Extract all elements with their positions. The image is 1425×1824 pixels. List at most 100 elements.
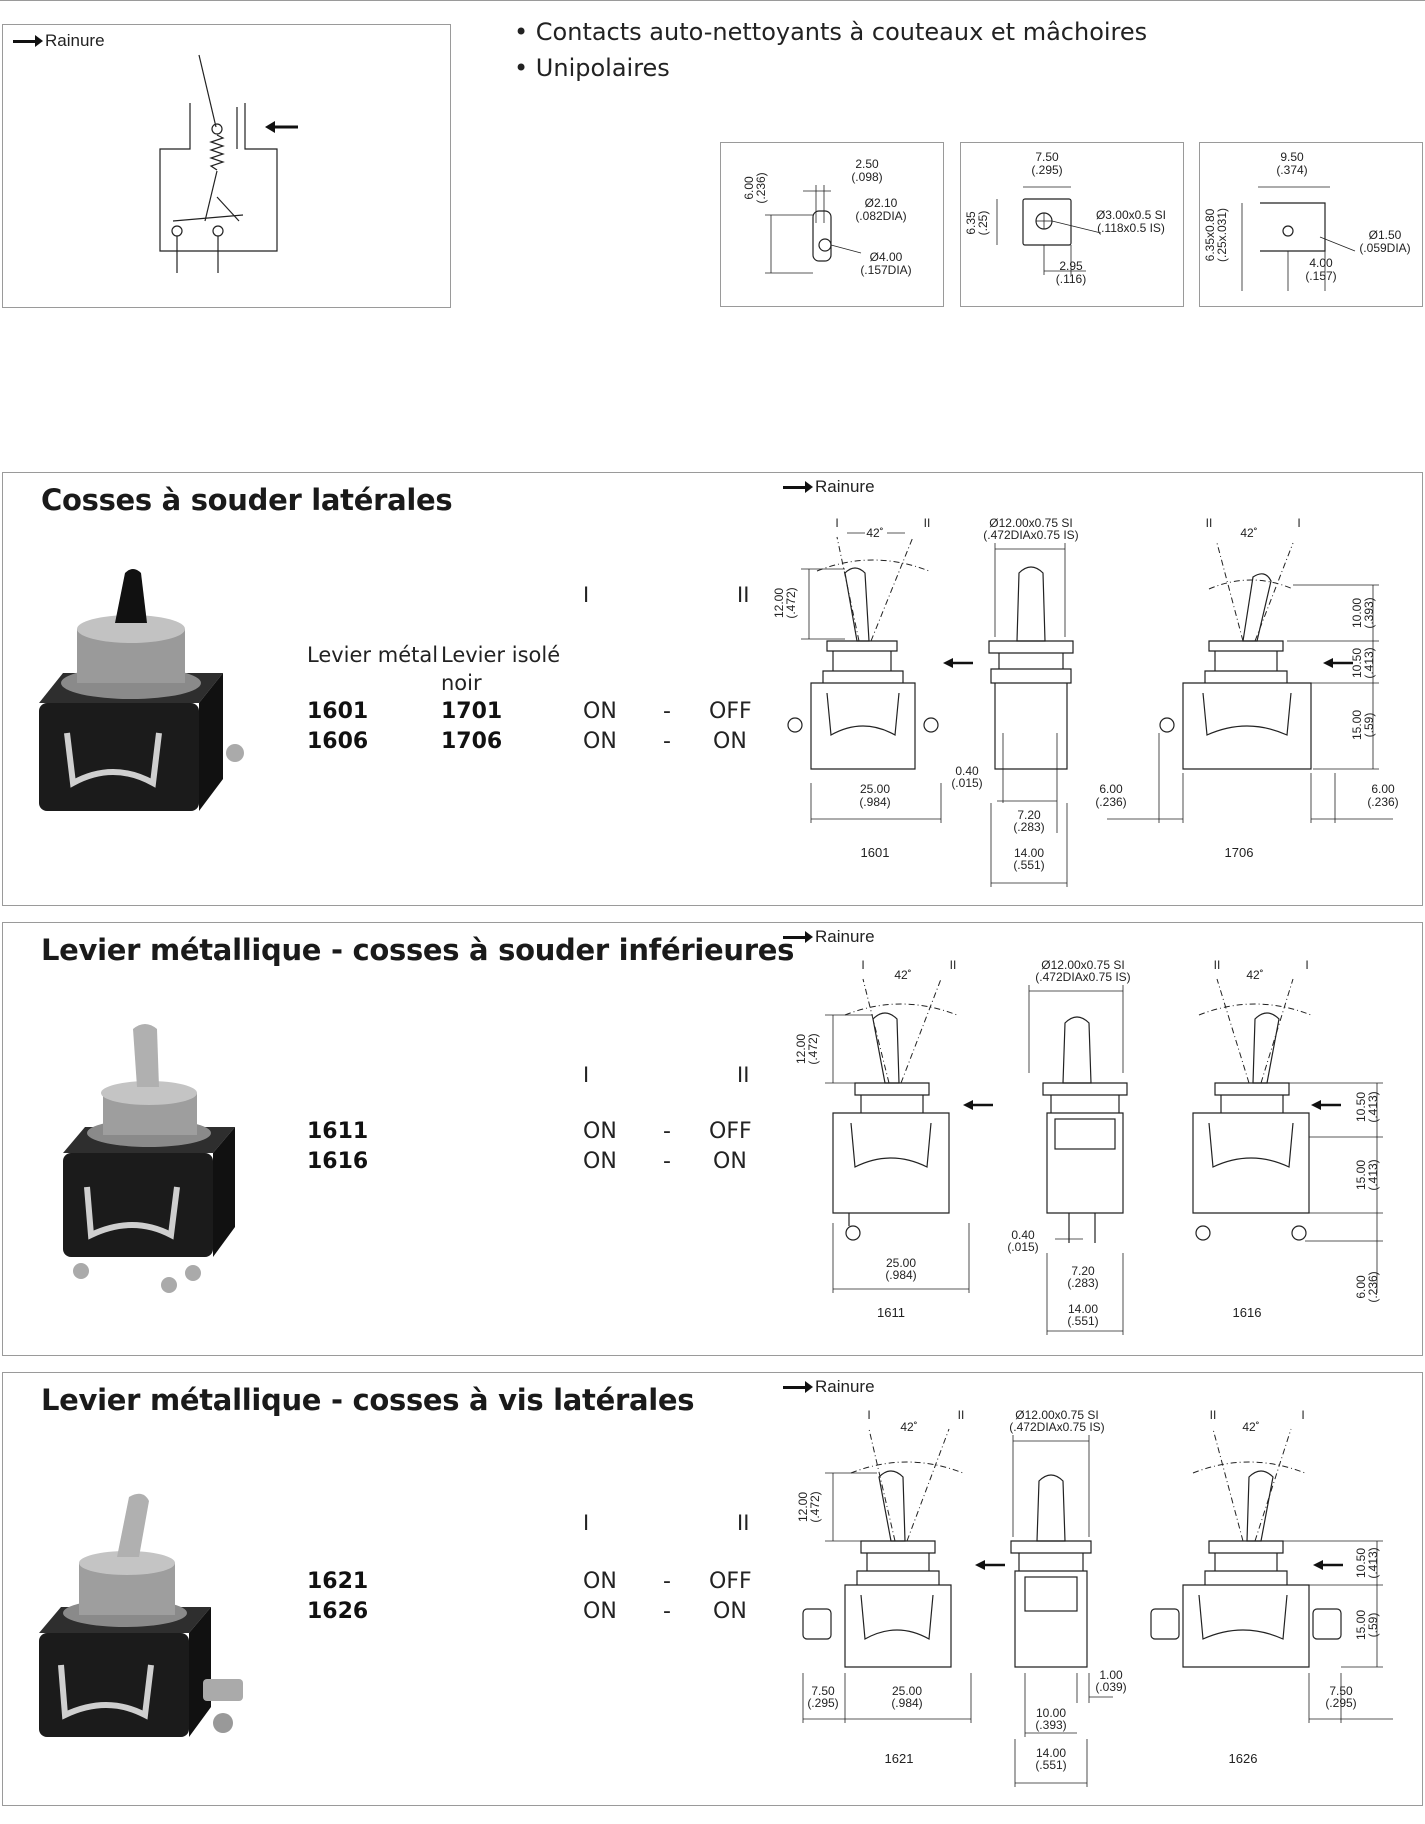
svg-text:(.236): (.236) bbox=[1095, 795, 1126, 809]
svg-text:(.472): (.472) bbox=[784, 587, 798, 618]
svg-text:Ø2.10: Ø2.10 bbox=[865, 196, 898, 210]
svg-text:(.472DIAx0.75 IS): (.472DIAx0.75 IS) bbox=[1035, 970, 1130, 984]
svg-text:(.059DIA): (.059DIA) bbox=[1359, 241, 1410, 255]
svg-text:42˚: 42˚ bbox=[1242, 1420, 1259, 1434]
svg-text:(.472): (.472) bbox=[808, 1491, 822, 1522]
svg-text:7.20: 7.20 bbox=[1017, 808, 1041, 822]
svg-text:(.551): (.551) bbox=[1067, 1314, 1098, 1328]
rainure-label: Rainure bbox=[783, 927, 875, 947]
svg-text:(.295): (.295) bbox=[1325, 1696, 1356, 1710]
position-2: II bbox=[737, 583, 750, 607]
svg-text:(.984): (.984) bbox=[859, 795, 890, 809]
svg-text:I: I bbox=[867, 1408, 870, 1422]
section-cosses-souder-laterales: Cosses à souder latérales Levier métal L… bbox=[2, 472, 1423, 906]
arrow-icon bbox=[783, 1380, 813, 1393]
svg-text:(.039): (.039) bbox=[1095, 1680, 1126, 1694]
svg-text:(.082DIA): (.082DIA) bbox=[855, 209, 906, 223]
arrow-icon bbox=[13, 34, 43, 47]
position-1: I bbox=[583, 1063, 590, 1087]
svg-text:15.00: 15.00 bbox=[1354, 1610, 1368, 1640]
svg-text:(.413): (.413) bbox=[1366, 1547, 1380, 1578]
svg-text:14.00: 14.00 bbox=[1014, 846, 1044, 860]
position-1: I bbox=[583, 1511, 590, 1535]
svg-text:(.015): (.015) bbox=[951, 776, 982, 790]
svg-text:I: I bbox=[861, 958, 864, 972]
svg-text:7.20: 7.20 bbox=[1071, 1264, 1095, 1278]
svg-text:(.236): (.236) bbox=[1367, 795, 1398, 809]
svg-text:1601: 1601 bbox=[861, 845, 890, 860]
svg-text:12.00: 12.00 bbox=[772, 588, 786, 618]
svg-text:25.00: 25.00 bbox=[892, 1684, 922, 1698]
arrow-icon bbox=[783, 480, 813, 493]
svg-text:15.00: 15.00 bbox=[1354, 1160, 1368, 1190]
svg-text:25.00: 25.00 bbox=[860, 782, 890, 796]
svg-text:10.00: 10.00 bbox=[1350, 598, 1364, 628]
terminal-drawing-2: 7.50 (.295) Ø3.00x0.5 SI (.118x0.5 IS) 2… bbox=[960, 142, 1184, 307]
svg-text:0.40: 0.40 bbox=[1011, 1228, 1035, 1242]
terminal-drawing-3: 9.50 (.374) Ø1.50 (.059DIA) 4.00 (.157) … bbox=[1199, 142, 1423, 307]
svg-text:1611: 1611 bbox=[877, 1305, 905, 1320]
feature-2: • Unipolaires bbox=[514, 54, 670, 82]
arrow-icon bbox=[783, 930, 813, 943]
position-2: II bbox=[737, 1063, 750, 1087]
svg-text:42˚: 42˚ bbox=[894, 968, 911, 982]
svg-text:II: II bbox=[1206, 516, 1213, 530]
svg-text:(.283): (.283) bbox=[1067, 1276, 1098, 1290]
svg-text:15.00: 15.00 bbox=[1350, 710, 1364, 740]
section-cosses-vis-laterales: Levier métallique - cosses à vis latéral… bbox=[2, 1372, 1423, 1806]
svg-text:12.00: 12.00 bbox=[796, 1492, 810, 1522]
dimension-drawing: I II 42˚ 12.00 (.472) 25.00 (.984) 1611 … bbox=[794, 958, 1383, 1335]
col-levier-isole: Levier isolé bbox=[441, 643, 561, 667]
svg-text:I: I bbox=[1305, 958, 1308, 972]
svg-text:12.00: 12.00 bbox=[794, 1034, 808, 1064]
position-2: II bbox=[737, 1511, 750, 1535]
product-photo bbox=[63, 1024, 235, 1293]
section-title: Levier métallique - cosses à vis latéral… bbox=[41, 1383, 695, 1417]
section-cosses-souder-inferieures: Levier métallique - cosses à souder infé… bbox=[2, 922, 1423, 1356]
svg-text:(.25x.031): (.25x.031) bbox=[1215, 208, 1229, 262]
svg-text:(.116): (.116) bbox=[1056, 272, 1086, 286]
schematic-box: Rainure bbox=[2, 24, 451, 308]
col-levier-isole-2: noir bbox=[441, 671, 482, 695]
svg-text:(.157DIA): (.157DIA) bbox=[860, 263, 911, 277]
svg-text:(.984): (.984) bbox=[885, 1268, 916, 1282]
svg-text:(.015): (.015) bbox=[1007, 1240, 1038, 1254]
svg-text:(.295): (.295) bbox=[807, 1696, 838, 1710]
svg-text:Ø3.00x0.5 SI: Ø3.00x0.5 SI bbox=[1096, 208, 1166, 222]
product-photo bbox=[39, 569, 244, 811]
svg-text:6.35x0.80: 6.35x0.80 bbox=[1203, 208, 1217, 261]
svg-text:Ø4.00: Ø4.00 bbox=[870, 250, 903, 264]
svg-text:10.00: 10.00 bbox=[1036, 1706, 1066, 1720]
col-levier-metal: Levier métal bbox=[307, 643, 439, 667]
svg-text:(.098): (.098) bbox=[851, 170, 882, 184]
svg-text:42˚: 42˚ bbox=[1240, 526, 1257, 540]
rainure-label: Rainure bbox=[13, 31, 105, 51]
svg-text:0.40: 0.40 bbox=[955, 764, 979, 778]
svg-text:10.50: 10.50 bbox=[1350, 648, 1364, 678]
svg-text:(.25): (.25) bbox=[976, 211, 990, 236]
svg-text:6.00: 6.00 bbox=[1099, 782, 1123, 796]
svg-text:2.50: 2.50 bbox=[855, 157, 879, 171]
svg-text:6.00: 6.00 bbox=[742, 176, 756, 200]
svg-text:1616: 1616 bbox=[1233, 1305, 1262, 1320]
position-1: I bbox=[583, 583, 590, 607]
svg-text:6.35: 6.35 bbox=[964, 211, 978, 235]
svg-text:(.59): (.59) bbox=[1362, 713, 1376, 738]
rainure-label: Rainure bbox=[783, 477, 875, 497]
terminal-drawing-1: 2.50 (.098) Ø2.10 (.082DIA) Ø4.00 (.157D… bbox=[720, 142, 944, 307]
svg-text:(.374): (.374) bbox=[1276, 163, 1307, 177]
svg-text:Ø12.00x0.75 SI: Ø12.00x0.75 SI bbox=[1041, 958, 1124, 972]
svg-text:42˚: 42˚ bbox=[1246, 968, 1263, 982]
rainure-label: Rainure bbox=[783, 1377, 875, 1397]
svg-text:(.295): (.295) bbox=[1031, 163, 1062, 177]
svg-text:42˚: 42˚ bbox=[900, 1420, 917, 1434]
svg-text:7.50: 7.50 bbox=[1035, 150, 1059, 164]
svg-text:9.50: 9.50 bbox=[1280, 150, 1304, 164]
svg-text:II: II bbox=[1210, 1408, 1217, 1422]
svg-text:6.00: 6.00 bbox=[1371, 782, 1395, 796]
svg-text:(.413): (.413) bbox=[1366, 1159, 1380, 1190]
svg-text:1621: 1621 bbox=[885, 1751, 914, 1766]
svg-text:(.59): (.59) bbox=[1366, 1613, 1380, 1638]
svg-text:14.00: 14.00 bbox=[1036, 1746, 1066, 1760]
svg-text:7.50: 7.50 bbox=[1329, 1684, 1353, 1698]
